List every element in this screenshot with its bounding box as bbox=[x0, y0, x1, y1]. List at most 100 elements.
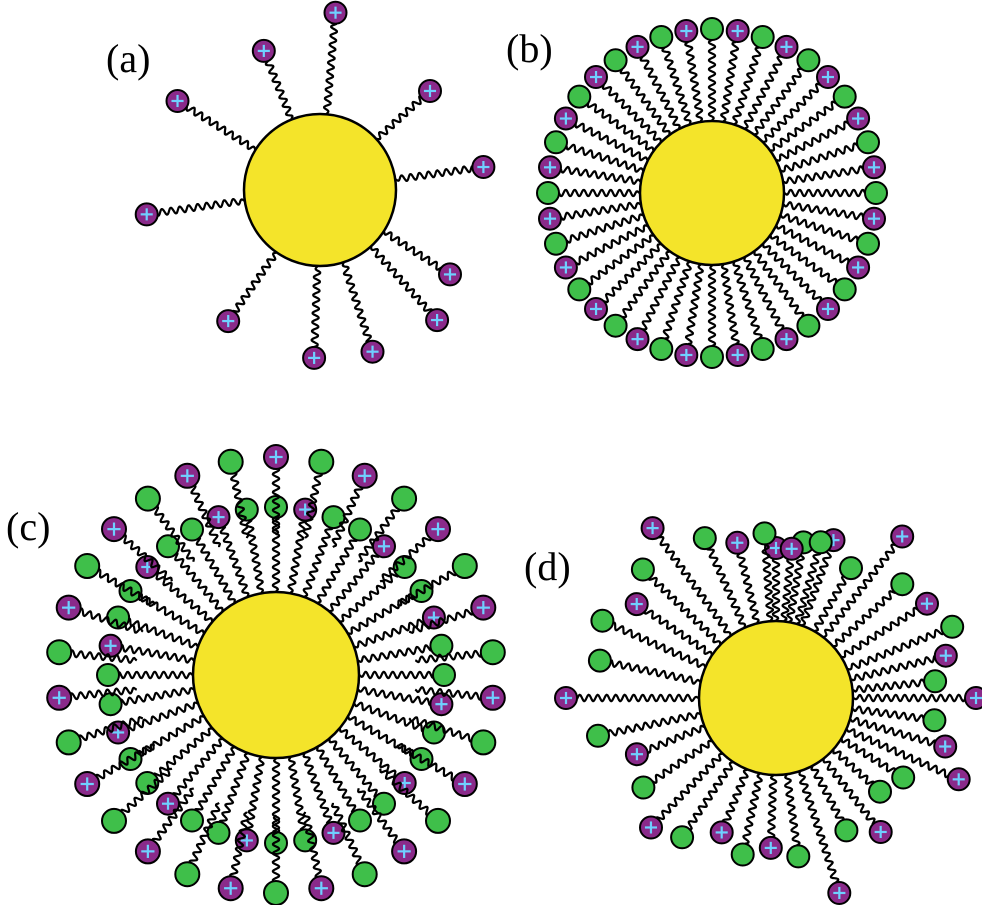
neutral-head-group bbox=[156, 534, 180, 559]
ligand-chain bbox=[565, 143, 645, 173]
ligand-chain bbox=[229, 811, 250, 877]
ligand-chain bbox=[769, 100, 837, 152]
ligand-chain bbox=[761, 243, 823, 302]
neutral-head-group bbox=[587, 648, 612, 673]
ligand-chain bbox=[753, 250, 805, 318]
ligand-chain bbox=[651, 739, 713, 784]
ligand-chain bbox=[841, 606, 919, 659]
ligand-chain bbox=[559, 201, 642, 221]
ligand-chain bbox=[357, 686, 431, 707]
ligand-chain bbox=[358, 670, 434, 680]
neutral-head-group bbox=[391, 485, 418, 512]
ligand-chain bbox=[782, 201, 865, 221]
neutral-head-group bbox=[891, 765, 916, 790]
ligand-chain bbox=[743, 55, 783, 130]
ligand-chain bbox=[341, 262, 372, 343]
neutral-head-group bbox=[479, 639, 506, 666]
neutral-head-group bbox=[834, 818, 859, 843]
ligand-chain bbox=[732, 46, 762, 126]
panel-a bbox=[134, 0, 496, 370]
ligand-chain bbox=[357, 788, 398, 845]
neutral-head-group bbox=[750, 337, 775, 361]
ligand-chain bbox=[822, 543, 896, 639]
ligand-chain bbox=[565, 213, 644, 244]
neutral-head-group bbox=[372, 791, 396, 816]
ligand-chain bbox=[800, 548, 832, 627]
ligand-chain bbox=[95, 743, 155, 780]
ligand-chain bbox=[813, 575, 847, 633]
ligand-chain bbox=[559, 165, 642, 185]
ligand-chain bbox=[684, 263, 704, 346]
ligand-chain bbox=[732, 261, 763, 340]
ligand-chain bbox=[850, 655, 936, 682]
ligand-chain bbox=[245, 519, 264, 594]
ligand-chain bbox=[767, 774, 778, 838]
ligand-chain bbox=[378, 768, 429, 816]
neutral-head-group bbox=[832, 277, 857, 302]
ligand-chain bbox=[80, 607, 144, 634]
ligand-chain bbox=[707, 39, 717, 122]
ligand-chain bbox=[575, 693, 700, 703]
ligand-chain bbox=[558, 188, 641, 198]
neutral-head-group bbox=[856, 231, 880, 256]
ligand-chain bbox=[316, 746, 357, 813]
ligand-chain bbox=[244, 756, 265, 830]
ligand-chain bbox=[302, 752, 333, 825]
ligand-chain bbox=[328, 554, 380, 613]
ligand-chain bbox=[408, 716, 472, 743]
ligand-chain bbox=[232, 251, 277, 313]
neutral-head-group bbox=[700, 17, 724, 41]
neutral-head-group bbox=[590, 608, 615, 633]
ligand-chain bbox=[648, 576, 722, 645]
neutral-head-group bbox=[134, 485, 161, 512]
ligand-chain bbox=[742, 772, 763, 845]
ligand-chain bbox=[619, 68, 671, 136]
neutral-head-group bbox=[796, 313, 821, 338]
ligand-chain bbox=[610, 659, 702, 685]
ligand-chain bbox=[347, 715, 412, 757]
neutral-head-group bbox=[180, 808, 204, 833]
ligand-chain bbox=[575, 224, 648, 266]
ligand-chain bbox=[722, 768, 749, 822]
ligand-chain bbox=[847, 628, 944, 671]
ligand-chain bbox=[736, 552, 760, 624]
ligand-chain bbox=[743, 257, 785, 330]
neutral-head-group bbox=[730, 842, 755, 867]
neutral-head-group bbox=[96, 663, 120, 687]
neutral-head-group bbox=[868, 779, 892, 804]
ligand-chain bbox=[328, 738, 378, 798]
panel-b bbox=[536, 17, 888, 369]
neutral-head-group bbox=[630, 557, 655, 582]
ligand-chain bbox=[769, 234, 838, 284]
neutral-head-group bbox=[451, 553, 478, 579]
ligand-chain bbox=[172, 737, 224, 796]
neutral-head-group bbox=[348, 517, 372, 542]
ligand-chain bbox=[331, 487, 364, 548]
neutral-head-group bbox=[308, 448, 335, 475]
ligand-chain bbox=[123, 534, 174, 582]
ligand-chain bbox=[155, 571, 214, 623]
neutral-head-group bbox=[425, 807, 451, 834]
ligand-chain bbox=[185, 106, 257, 151]
ligand-chain bbox=[720, 263, 740, 346]
ligand-chain bbox=[586, 102, 655, 152]
ligand-chain bbox=[338, 727, 397, 779]
nanoparticle-core bbox=[191, 590, 361, 760]
ligand-chain bbox=[587, 234, 655, 286]
neutral-head-group bbox=[750, 25, 775, 49]
ligand-chain bbox=[194, 746, 236, 811]
ligand-chain bbox=[218, 752, 250, 823]
nanoparticle-core bbox=[697, 619, 855, 777]
ligand-chain bbox=[353, 701, 424, 733]
neutral-head-group bbox=[180, 517, 204, 542]
neutral-head-group bbox=[700, 345, 724, 369]
ligand-chain bbox=[783, 188, 866, 198]
ligand-chain bbox=[621, 250, 671, 319]
ligand-chain bbox=[287, 520, 308, 594]
neutral-head-group bbox=[631, 775, 656, 800]
neutral-head-group bbox=[567, 84, 592, 109]
neutral-head-group bbox=[890, 572, 915, 597]
neutral-head-group bbox=[470, 729, 497, 756]
ligand-chain bbox=[574, 122, 649, 162]
ligand-chain bbox=[601, 84, 663, 143]
